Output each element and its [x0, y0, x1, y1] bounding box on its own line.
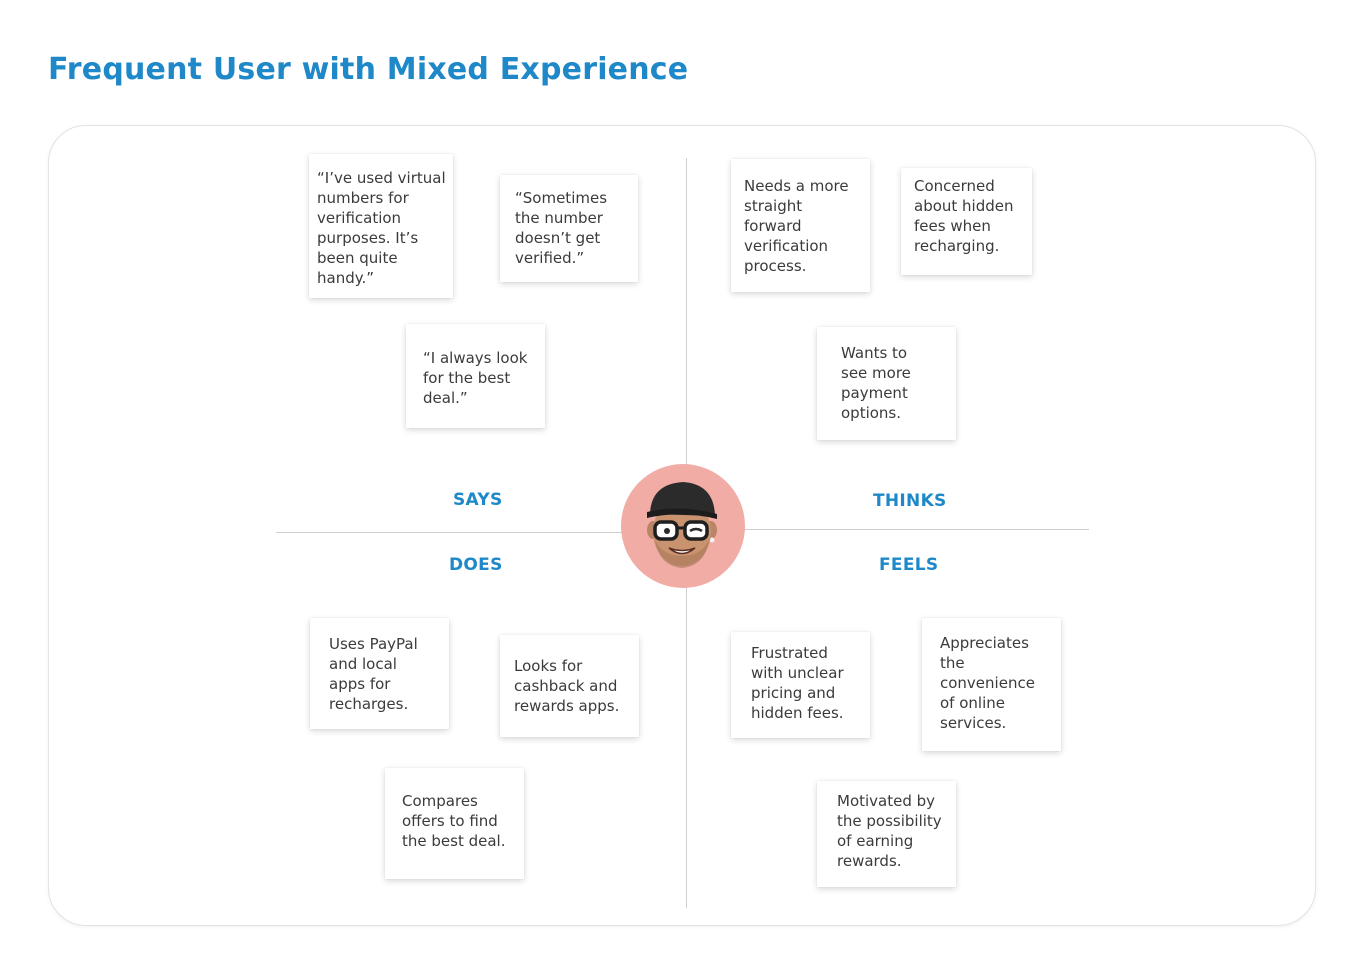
- user-avatar: [621, 464, 745, 588]
- does-note-3[interactable]: Compares offers to find the best deal.: [385, 768, 524, 879]
- says-note-2[interactable]: “Sometimes the number doesn’t get verifi…: [500, 175, 638, 282]
- says-note-1[interactable]: “I’ve used virtual numbers for verificat…: [309, 154, 453, 298]
- feels-note-1[interactable]: Frustrated with unclear pricing and hidd…: [731, 632, 870, 738]
- feels-note-3[interactable]: Motivated by the possibility of earning …: [817, 781, 956, 887]
- thinks-note-2[interactable]: Concerned about hidden fees when recharg…: [901, 168, 1032, 275]
- says-label: SAYS: [453, 490, 503, 510]
- does-label: DOES: [449, 555, 503, 575]
- horizontal-divider-left: [276, 532, 686, 533]
- feels-label: FEELS: [879, 555, 939, 575]
- horizontal-divider-right: [687, 529, 1089, 530]
- does-note-1[interactable]: Uses PayPal and local apps for recharges…: [310, 618, 449, 729]
- thinks-note-3[interactable]: Wants to see more payment options.: [817, 327, 956, 440]
- user-avatar-icon: [647, 482, 717, 568]
- thinks-note-1[interactable]: Needs a more straight forward verificati…: [731, 159, 870, 292]
- page-title: Frequent User with Mixed Experience: [48, 52, 689, 87]
- says-note-3[interactable]: “I always look for the best deal.”: [406, 324, 545, 428]
- does-note-2[interactable]: Looks for cashback and rewards apps.: [500, 635, 639, 737]
- feels-note-2[interactable]: Appreciates the convenience of online se…: [922, 618, 1061, 751]
- thinks-label: THINKS: [873, 491, 947, 511]
